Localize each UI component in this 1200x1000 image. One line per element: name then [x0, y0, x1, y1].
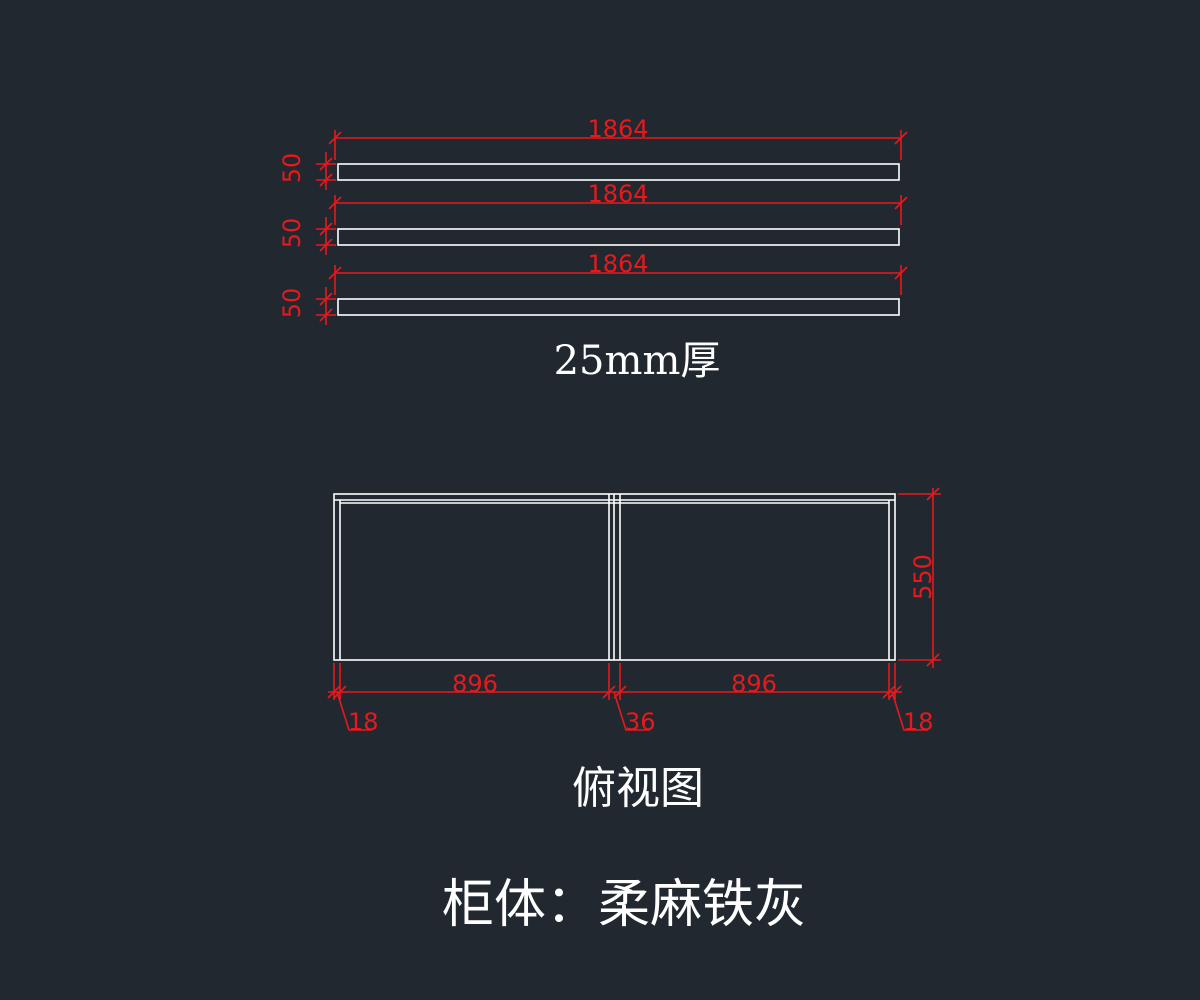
- depth-tick-bottom: [926, 653, 940, 667]
- side-right-label: 18: [903, 708, 934, 736]
- side-left-label: 18: [348, 708, 379, 736]
- strip-2-length-label: 1864: [587, 180, 648, 208]
- tick-right-inner: [882, 685, 896, 699]
- strip-1: 1864 50: [278, 115, 908, 190]
- leader-divider: [613, 691, 650, 731]
- strip-2-tick-right: [894, 196, 908, 210]
- depth-tick-top: [926, 487, 940, 501]
- tick-left-inner: [333, 685, 347, 699]
- depth-label: 550: [909, 554, 937, 600]
- strip-2-width-tick-top: [319, 222, 333, 236]
- material-note: 柜体：柔麻铁灰: [442, 875, 806, 935]
- strip-3-length-label: 1864: [587, 250, 648, 278]
- strip-2: 1864 50: [278, 180, 908, 255]
- strip-3-outline: [337, 298, 900, 316]
- strip-2-width-label: 50: [278, 218, 306, 249]
- strip-3-tick-right: [894, 266, 908, 280]
- tick-right-outer: [888, 685, 902, 699]
- strip-caption: 25mm厚: [554, 338, 721, 384]
- strip-3-width-tick-top: [319, 292, 333, 306]
- strip-1-outline: [337, 163, 900, 181]
- leader-left-side: [336, 691, 372, 731]
- leader-right-side: [891, 691, 928, 731]
- strip-3-width-label: 50: [278, 288, 306, 319]
- strip-1-width-tick-top: [319, 157, 333, 171]
- strip-1-width-label: 50: [278, 153, 306, 184]
- top-view-caption: 俯视图: [572, 763, 704, 814]
- strip-1-tick-right: [894, 131, 908, 145]
- strip-2-tick-left: [328, 196, 342, 210]
- strip-3-width-tick-bottom: [319, 308, 333, 322]
- strip-1-tick-left: [328, 131, 342, 145]
- strip-3: 1864 50: [278, 250, 908, 325]
- strip-1-width-tick-bottom: [319, 173, 333, 187]
- strip-3-tick-left: [328, 266, 342, 280]
- divider-label: 36: [625, 708, 656, 736]
- strip-2-width-tick-bottom: [319, 238, 333, 252]
- bay-right-label: 896: [731, 670, 777, 698]
- tick-left-outer: [327, 685, 341, 699]
- top-view: 896 896 18 36 18 550: [327, 487, 941, 736]
- tick-divider-left: [602, 685, 616, 699]
- strip-2-outline: [337, 228, 900, 246]
- bay-left-label: 896: [452, 670, 498, 698]
- strip-1-length-label: 1864: [587, 115, 648, 143]
